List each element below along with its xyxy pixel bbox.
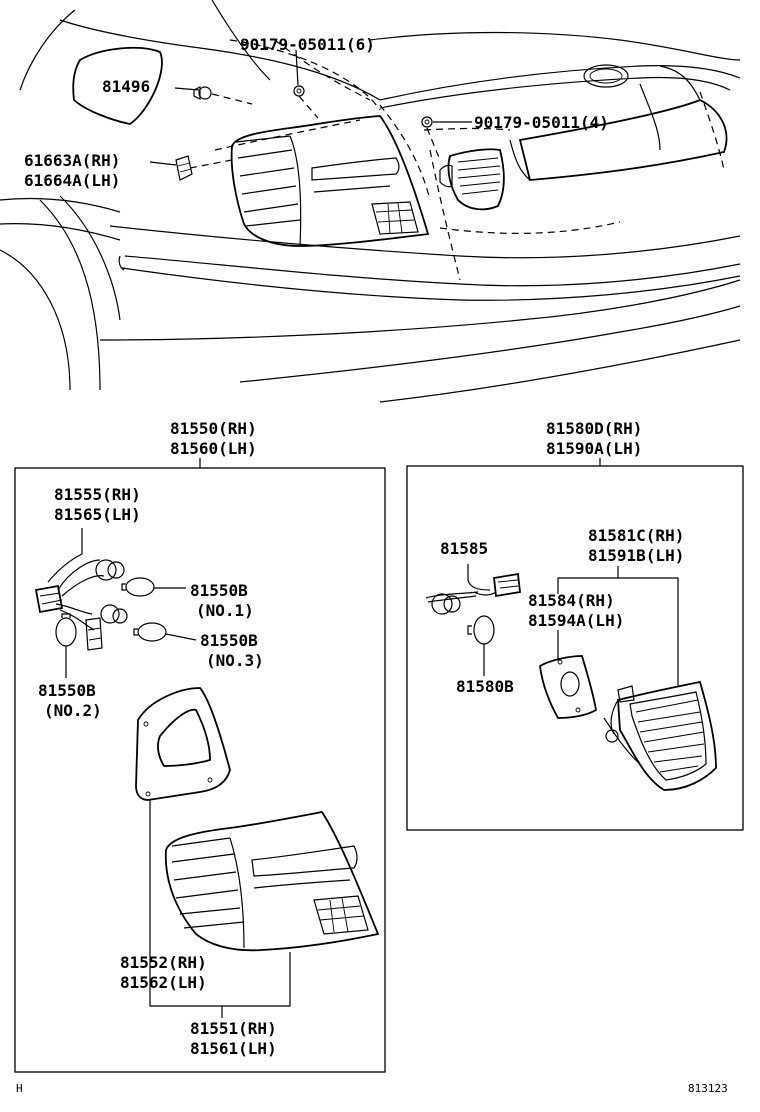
label-clip: 81496 (102, 77, 150, 96)
lens-right (603, 680, 717, 791)
car-body-lines (0, 0, 741, 403)
label-bulb-no2: 81550B (38, 681, 96, 700)
right-assembly-box (406, 465, 744, 831)
label-bulb-no3-note: (NO.3) (206, 651, 264, 670)
label-bulb-no3: 81550B (200, 631, 258, 650)
label-socket-lh: 61664A(LH) (24, 171, 120, 190)
label-assy-left-rh: 81550(RH) (170, 419, 257, 438)
label-lamp-lh: 81561(LH) (190, 1039, 277, 1058)
left-assembly-box (14, 467, 386, 1073)
label-bulb-no1: 81550B (190, 581, 248, 600)
label-assy-right-lh: 81590A(LH) (546, 439, 642, 458)
label-socket-wire: 81585 (440, 539, 488, 558)
leader-bulb-no3 (165, 633, 197, 641)
label-screw-top: 90179-05011(6) (240, 35, 375, 54)
wire-harness (34, 528, 128, 651)
leaders-top (149, 49, 472, 169)
fasteners (175, 85, 433, 181)
inner-lamp-on-body (439, 148, 505, 211)
label-assy-left-lh: 81560(LH) (170, 439, 257, 458)
socket-wire-right (425, 564, 521, 615)
bulb-right (467, 615, 495, 645)
label-assy-right-rh: 81580D(RH) (546, 419, 642, 438)
label-wire-rh: 81555(RH) (54, 485, 141, 504)
label-bulb-no1-note: (NO.1) (196, 601, 254, 620)
label-socket-rh: 61663A(RH) (24, 151, 120, 170)
label-wire-lh: 81565(LH) (54, 505, 141, 524)
label-lamp-rh: 81551(RH) (190, 1019, 277, 1038)
label-lens-lh: 81562(LH) (120, 973, 207, 992)
leader-lens-left (149, 800, 291, 1007)
label-gasket-rh: 81584(RH) (528, 591, 615, 610)
footer-left-mark: H (16, 1082, 23, 1095)
gasket-right (539, 655, 597, 719)
label-lens-rh: 81552(RH) (120, 953, 207, 972)
label-bulb-right: 81580B (456, 677, 514, 696)
label-screw-right: 90179-05011(4) (474, 113, 609, 132)
label-lens-right-rh: 81581C(RH) (588, 526, 684, 545)
lens-left (164, 811, 380, 952)
tail-lamp-on-body (230, 115, 430, 247)
label-lens-right-lh: 81591B(LH) (588, 546, 684, 565)
label-bulb-no2-note: (NO.2) (44, 701, 102, 720)
label-gasket-lh: 81594A(LH) (528, 611, 624, 630)
footer-ref-code: 813123 (688, 1082, 728, 1095)
gasket-left (135, 687, 231, 801)
